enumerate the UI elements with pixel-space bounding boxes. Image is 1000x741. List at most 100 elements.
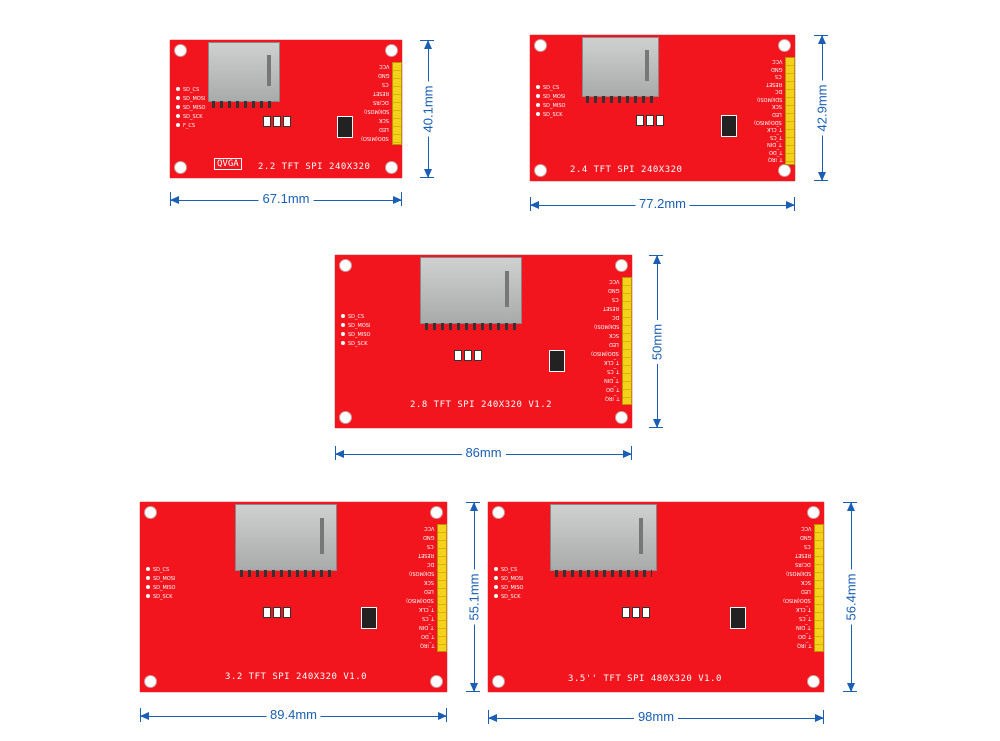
resistor <box>632 606 641 618</box>
sd-pin-label: SD_MOSI <box>341 323 370 329</box>
sd-pin-label: F_CS <box>176 123 195 129</box>
resistor <box>656 115 664 127</box>
pin-label: T_DIN <box>604 377 619 383</box>
sd-pin-label: SD_MISO <box>494 585 523 591</box>
sd-slot-pins <box>586 96 655 103</box>
resistor <box>272 606 281 618</box>
pin-label: T_CLK <box>766 126 782 133</box>
board-title: 2.8 TFT SPI 240X320 V1.2 <box>410 400 553 410</box>
board-title: 3.5'' TFT SPI 480X320 V1.0 <box>568 674 722 684</box>
sd-pin-label: SD_CS <box>494 567 517 573</box>
mounting-hole <box>144 675 157 688</box>
arrow-left-icon <box>170 196 179 204</box>
arrow-left-icon <box>488 714 497 722</box>
pin-label: VCC <box>771 58 782 64</box>
sd-card-slot <box>420 257 522 330</box>
sd-pin-label: SD_SCK <box>176 114 202 120</box>
width-dimension: 86mm <box>335 445 632 460</box>
mounting-hole <box>778 164 791 177</box>
sd-pin-label: SD_MOSI <box>146 576 175 582</box>
arrow-down-icon <box>847 683 855 692</box>
mounting-hole <box>385 161 398 174</box>
mounting-hole <box>615 411 628 424</box>
pin-header <box>622 277 632 405</box>
height-label: 55.1mm <box>466 569 482 625</box>
arrow-left-icon <box>140 712 149 720</box>
width-label: 67.1mm <box>258 191 314 206</box>
pin-label: T_CLK <box>795 606 811 612</box>
height-label: 56.4mm <box>843 569 859 625</box>
pin-label: RESET <box>602 305 619 311</box>
mounting-hole <box>144 506 157 519</box>
mounting-hole <box>534 164 547 177</box>
pin-label: RESET <box>794 552 811 558</box>
arrow-right-icon <box>786 201 795 209</box>
arrow-right-icon <box>438 712 447 720</box>
pin-label: RESET <box>765 80 782 87</box>
mounting-hole <box>430 675 443 688</box>
pin-label: T_DIN <box>419 624 434 630</box>
width-label: 77.2mm <box>635 196 690 211</box>
pin-label: LED <box>379 126 389 132</box>
sd-pin-label: SD_SCK <box>494 594 520 600</box>
mounting-hole <box>492 506 505 519</box>
sd-pin-label: SD_SCK <box>341 341 367 347</box>
width-label: 86mm <box>461 445 506 460</box>
sd-pin-label: SD_MISO <box>146 585 175 591</box>
mounting-hole <box>339 411 352 424</box>
pin-label: T_DIN <box>796 624 811 630</box>
arrow-right-icon <box>393 196 402 204</box>
arrow-right-icon <box>815 714 824 722</box>
resistor <box>282 606 291 618</box>
pin-label: CS <box>427 543 434 549</box>
mounting-hole <box>492 675 505 688</box>
sd-pin-label: SD_MISO <box>341 332 370 338</box>
sd-card-slot <box>208 42 280 108</box>
pin-label: CS <box>382 81 389 87</box>
mounting-hole <box>807 675 820 688</box>
pin-label: GND <box>607 287 619 293</box>
sd-pin-label: SD_MISO <box>176 105 205 111</box>
arrow-left-icon <box>530 201 539 209</box>
resistor <box>463 350 472 362</box>
sd-pin-label: SD_CS <box>341 314 364 320</box>
pin-header <box>785 57 795 165</box>
pin-label: SDI(MOSI) <box>756 95 782 102</box>
pin-label: T_DIN <box>767 141 782 148</box>
pin-label: T_DO <box>605 386 619 392</box>
pin-label: LED <box>424 588 434 594</box>
ic-chip <box>337 115 354 138</box>
arrow-down-icon <box>424 169 432 178</box>
sd-pin-label: SD_CS <box>176 87 199 93</box>
arrow-up-icon <box>653 255 661 264</box>
mounting-hole <box>615 259 628 272</box>
mounting-hole <box>385 44 398 57</box>
pin-label: T_IRQ <box>604 395 619 401</box>
resistor <box>262 115 271 127</box>
pin-label: GND <box>799 534 811 540</box>
resistor <box>473 350 482 362</box>
pin-label: GND <box>377 72 389 78</box>
height-label: 40.1mm <box>420 81 436 137</box>
pin-label: SCK <box>379 117 389 123</box>
pin-label: SDO(MISO) <box>783 597 811 603</box>
pin-label: VCC <box>608 278 619 284</box>
resistor <box>272 115 281 127</box>
pin-label: SDI(MOSI) <box>785 570 811 576</box>
arrow-up-icon <box>818 35 826 44</box>
pin-label: VCC <box>800 525 811 531</box>
pin-label: SCK <box>801 579 811 585</box>
resistor <box>282 115 291 127</box>
width-label: 89.4mm <box>266 707 321 722</box>
width-dimension: 98mm <box>488 709 824 724</box>
pin-label: SDO(MISO) <box>406 597 434 603</box>
pin-label: GND <box>770 65 782 72</box>
arrow-down-icon <box>818 172 826 181</box>
width-dimension: 67.1mm <box>170 191 402 206</box>
board-title: 2.2 TFT SPI 240X320 <box>258 162 371 172</box>
pin-label: CS <box>775 73 782 80</box>
pin-label: DC <box>774 88 782 95</box>
